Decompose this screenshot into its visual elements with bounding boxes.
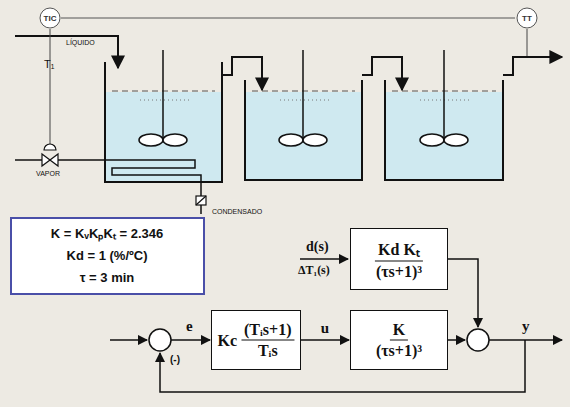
signal-lines [50,29,527,150]
plant-block: K(τs+1)³ [350,310,448,370]
signal-name: y [522,318,530,335]
instrument-tag: TIC [44,14,57,23]
steam-coil [15,160,201,214]
signal-name: u [321,320,329,337]
gain: Kc [217,331,237,349]
numerator: K [390,321,408,341]
numerator: Kd Kₜ [375,238,423,262]
agitators [139,50,468,146]
disturbance-block: Kd Kₜ(τs+1)³ [350,228,448,290]
signal-name: d(s) [306,239,329,255]
control-valve [42,144,58,166]
transmitter-bubble: TT [516,7,538,29]
connector [301,339,349,341]
level-dots [140,100,470,101]
bubble-circle [40,8,60,28]
bubble-circle [517,8,537,28]
pipes [15,36,562,90]
level-lines [112,91,496,92]
controller-block: Kc(Tᵢs+1)Tᵢs [211,310,301,370]
sign-mark: (-) [170,354,180,365]
stream-name: CONDENSADO [212,208,262,215]
denominator: (τs+1)³ [373,341,425,360]
temperature-name: T₁ [44,58,54,70]
stream-name: LÍQUIDO [66,39,95,46]
numerator: (Tᵢs+1) [241,321,295,341]
instrument-tag: TT [522,14,532,23]
parameter-box: K = KᵥKₚKₜ = 2.346Kd = 1 (%/ºC)τ = 3 min [10,217,205,295]
signal-name: ΔT₁(s) [298,263,330,278]
steam-trap [196,196,206,205]
connector [61,18,515,19]
parameter-value: τ = 3 min [80,267,135,289]
parameter-value: Kd = 1 (%/ºC) [67,245,148,267]
denominator: Tᵢs [255,341,281,360]
signal-name: e [186,318,193,335]
controller-bubble: TIC [39,7,61,29]
parameter-value: K = KᵥKₚKₜ = 2.346 [51,223,163,245]
denominator: (τs+1)³ [373,262,425,281]
stream-name: VAPOR [36,170,60,177]
